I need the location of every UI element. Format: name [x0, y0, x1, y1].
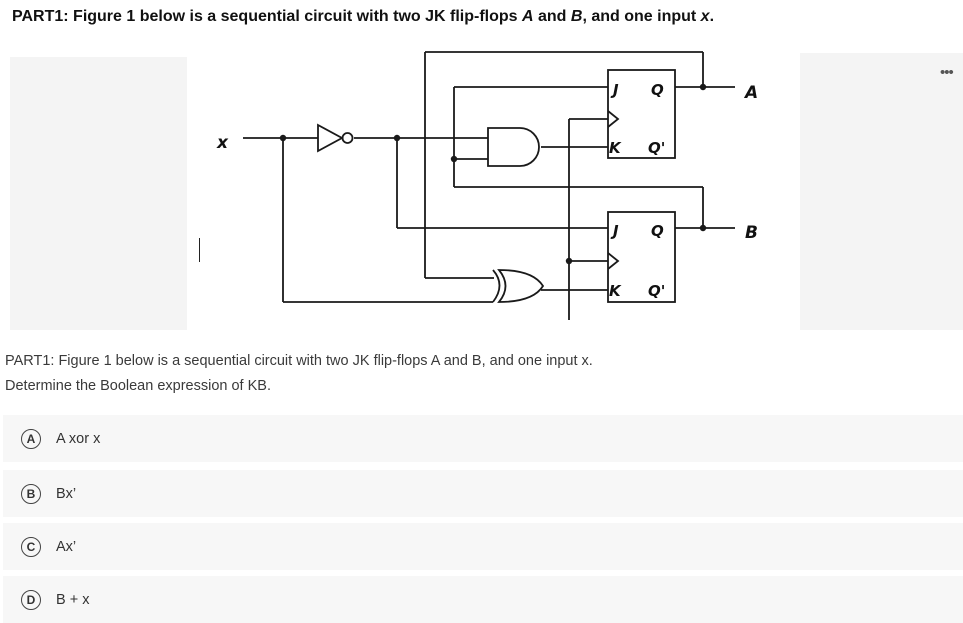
ff-a-k: K — [609, 139, 622, 157]
page-title: PART1: Figure 1 below is a sequential ci… — [12, 8, 715, 25]
ff-b-q: Q — [651, 222, 664, 240]
not-gate — [317, 123, 354, 153]
option-c-text: Ax’ — [56, 538, 77, 555]
text-cursor — [199, 238, 200, 262]
option-a-letter: A — [21, 428, 41, 449]
question-text: PART1: Figure 1 below is a sequential ci… — [5, 349, 593, 399]
option-c[interactable]: C Ax’ — [3, 523, 963, 570]
clock-triangle-b — [607, 252, 620, 270]
ff-b-qbar: Q' — [648, 282, 665, 300]
ff-a-j: J — [610, 81, 619, 99]
option-d-letter: D — [21, 589, 41, 610]
ff-a-q: Q — [651, 81, 664, 99]
option-a-text: A xor x — [56, 430, 101, 447]
junction-dots — [279, 83, 707, 265]
flip-flop-a: J Q K Q' — [607, 69, 676, 159]
ff-b-k: K — [609, 282, 622, 300]
question-line-2: Determine the Boolean expression of KB. — [5, 378, 271, 394]
option-a[interactable]: A A xor x — [3, 415, 963, 462]
ff-b-j: J — [610, 222, 619, 240]
option-b-letter: B — [21, 483, 41, 504]
flip-flop-b: J Q K Q' — [607, 211, 676, 303]
question-line-1: PART1: Figure 1 below is a sequential ci… — [5, 353, 593, 369]
option-d[interactable]: D B + x — [3, 576, 963, 623]
left-side-panel — [10, 57, 187, 330]
option-b[interactable]: B Bx’ — [3, 470, 963, 517]
circuit-diagram: J Q K Q' J Q K Q' x A B — [216, 51, 758, 320]
ff-a-qbar: Q' — [648, 139, 665, 157]
option-b-text: Bx’ — [56, 485, 77, 502]
option-d-text: B + x — [56, 591, 90, 608]
more-horizontal-icon[interactable]: ••• — [940, 64, 954, 81]
option-c-letter: C — [21, 536, 41, 557]
right-side-panel — [800, 53, 963, 330]
output-a-label: A — [743, 83, 758, 103]
xor-gate — [492, 269, 545, 303]
and-gate — [487, 127, 540, 167]
input-x-label: x — [216, 133, 229, 153]
output-b-label: B — [745, 223, 758, 243]
clock-triangle-a — [607, 110, 620, 128]
